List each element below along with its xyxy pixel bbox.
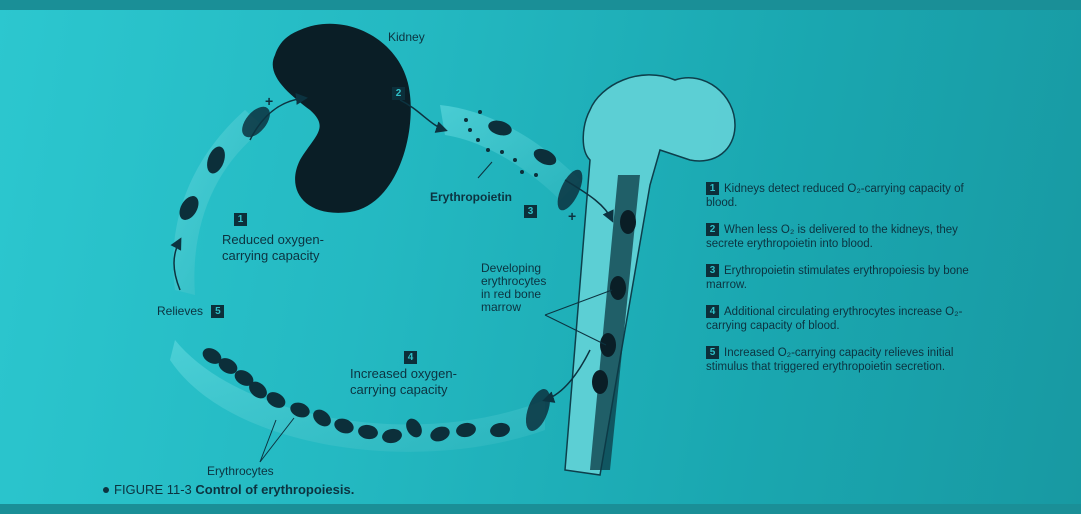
kidney-label: Kidney [388,30,425,44]
erythropoietin-label: Erythropoietin [430,190,512,204]
kidney-shape [273,24,411,213]
step-list: 1Kidneys detect reduced O₂-carrying capa… [706,182,986,387]
step-2-badge: 2 [392,86,410,100]
figure-number: FIGURE 11-3 [114,482,192,497]
step-1: 1Kidneys detect reduced O₂-carrying capa… [706,182,986,210]
increased-capacity-label: Increased oxygen- carrying capacity [350,366,457,398]
pointer-epo [478,162,492,178]
step-3: 3Erythropoietin stimulates erythropoiesi… [706,264,986,292]
vessel-top-right [440,105,580,200]
relieves-text: Relieves [157,304,203,318]
step-3-badge: 3 [524,204,542,218]
step-4-badge: 4 [404,350,422,364]
step-4: 4Additional circulating erythrocytes inc… [706,305,986,333]
developing-erythrocytes-label: Developing erythrocytes in red bone marr… [481,262,546,314]
step-5: 5Increased O₂-carrying capacity relieves… [706,346,986,374]
step-1-badge: 1 [234,212,252,226]
plus-sign-right: + [568,208,576,224]
figure-caption: FIGURE 11-3 Control of erythropoiesis. [103,482,354,497]
plus-sign-left: + [265,93,273,109]
step-2: 2When less O₂ is delivered to the kidney… [706,223,986,251]
figure-title: Control of erythropoiesis. [195,482,354,497]
erythrocytes-label: Erythrocytes [207,464,274,478]
reduced-capacity-label: Reduced oxygen- carrying capacity [222,232,324,264]
step-5-badge: 5 [211,305,224,318]
caption-bullet [103,487,109,493]
relieves-label: Relieves 5 [157,304,229,318]
